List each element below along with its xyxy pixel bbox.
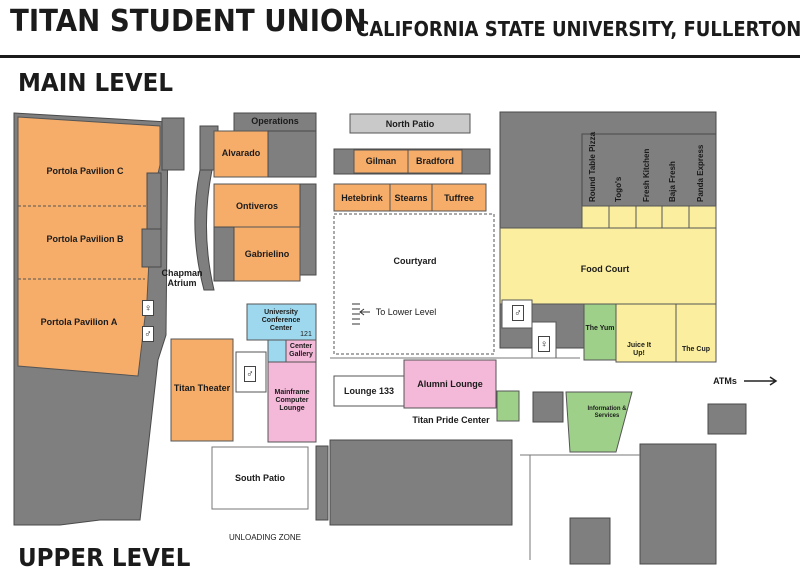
southeast-building — [639, 443, 717, 565]
stair-block — [569, 517, 611, 565]
alumni-lounge-room — [403, 359, 497, 409]
gray-block — [141, 228, 162, 268]
yellow-lower — [615, 303, 717, 363]
vendor-togos: Togo's — [614, 176, 623, 202]
hetebrink-label: Hetebrink — [341, 193, 383, 203]
bradford-room — [407, 149, 463, 174]
upper-level-heading: UPPER LEVEL — [18, 543, 191, 572]
ontiveros-room — [213, 183, 301, 228]
gray-block — [299, 183, 317, 276]
south-patio-area — [211, 446, 309, 510]
university-conference-center — [246, 303, 317, 341]
vendor-round-table: Round Table Pizza — [588, 131, 597, 202]
courtyard-label: Courtyard — [393, 256, 437, 266]
university-name: CALIFORNIA STATE UNIVERSITY, FULLERTON — [356, 17, 800, 41]
to-lower-level-label: To Lower Level — [375, 307, 437, 317]
main-level-heading: MAIN LEVEL — [18, 68, 174, 97]
center-south-building — [329, 439, 513, 526]
portola-a-label: Portola Pavilion A — [40, 317, 118, 327]
lounge-133-label: Lounge 133 — [343, 386, 394, 396]
restroom-icon: ♂ — [142, 326, 154, 342]
room-121-label: 121 — [300, 330, 312, 338]
chapman-label: Chapman Atrium — [161, 268, 203, 288]
gray-block — [146, 172, 162, 232]
information-label: Information & Services — [587, 406, 627, 419]
vendor-baja-fresh: Baja Fresh — [668, 161, 677, 202]
restroom-icon: ♂ — [244, 366, 256, 382]
gray-block — [213, 226, 235, 282]
food-court-label: Food Court — [580, 264, 630, 274]
gilman-label: Gilman — [365, 156, 397, 166]
vendor-fresh-kitchen: Fresh Kitchen — [642, 148, 651, 202]
atms-arrow — [744, 376, 778, 386]
courtyard-area — [333, 213, 495, 355]
gabrielino-room — [233, 226, 301, 282]
information-services-area — [565, 391, 633, 453]
food-court-area — [499, 227, 717, 305]
stearns-label: Stearns — [394, 193, 428, 203]
alumni-lounge-label: Alumni Lounge — [417, 379, 483, 389]
stearns-room — [389, 183, 433, 212]
restroom-icon: ♂ — [512, 305, 524, 321]
titan-pride-center-room — [496, 390, 520, 422]
gray-block — [267, 130, 317, 178]
vendor-strip — [581, 205, 717, 229]
tuffree-room — [431, 183, 487, 212]
portola-b-label: Portola Pavilion B — [46, 234, 124, 244]
the-yum-label: The Yum — [585, 325, 615, 332]
the-yum-room — [583, 303, 617, 361]
titan-theater-room — [170, 338, 234, 442]
bradford-label: Bradford — [416, 156, 454, 166]
restroom-icon: ♀ — [142, 300, 154, 316]
atms-label: ATMs — [713, 376, 737, 386]
gray-block — [315, 445, 329, 521]
mainframe-label: Mainframe Computer Lounge — [274, 389, 310, 412]
lounge-133-room — [333, 375, 405, 407]
portola-c-label: Portola Pavilion C — [46, 166, 124, 176]
curved-hall — [194, 169, 215, 291]
gray-block — [161, 117, 185, 171]
hetebrink-room — [333, 183, 391, 212]
gabrielino-label: Gabrielino — [244, 249, 290, 259]
north-patio — [349, 113, 471, 134]
juice-label: Juice It Up! — [626, 342, 652, 357]
header-rule — [0, 55, 800, 58]
unloading-zone-label: UNLOADING ZONE — [228, 533, 301, 542]
stair-block — [707, 403, 747, 435]
blue-side — [267, 339, 287, 363]
ontiveros-label: Ontiveros — [235, 201, 278, 211]
center-gallery-label: Center Gallery — [289, 343, 313, 358]
map-title: TITAN STUDENT UNION — [10, 4, 367, 39]
restroom-icon: ♀ — [538, 336, 550, 352]
south-patio-label: South Patio — [235, 473, 285, 483]
stair-block — [532, 391, 564, 423]
the-cup-label: The Cup — [682, 346, 710, 353]
north-patio-label: North Patio — [385, 119, 435, 129]
alvarado-label: Alvarado — [221, 148, 261, 158]
titan-theater-label: Titan Theater — [173, 383, 231, 393]
vendor-panda-express: Panda Express — [696, 144, 705, 202]
mainframe-lounge — [267, 361, 317, 443]
operations-label: Operations — [251, 116, 299, 126]
tuffree-label: Tuffree — [444, 193, 474, 203]
titan-pride-label: Titan Pride Center — [412, 415, 490, 425]
university-conference-label: University Conference Center — [261, 309, 301, 332]
